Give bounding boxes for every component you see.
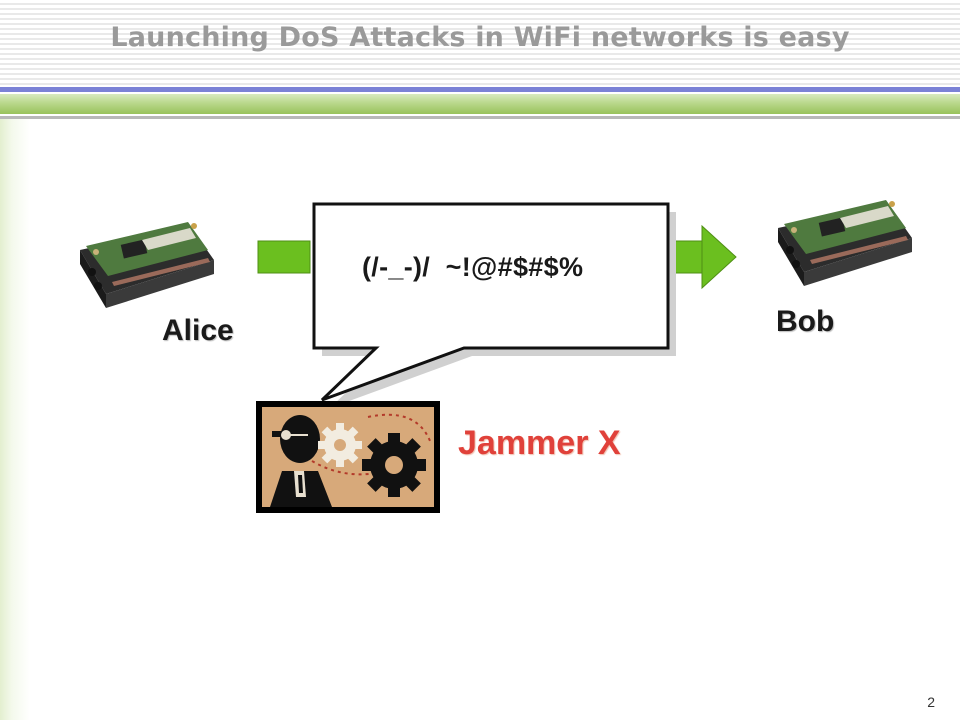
- bob-sensor-board-icon: [778, 200, 912, 286]
- alice-sensor-board-icon: [80, 222, 214, 308]
- page-number: 2: [927, 694, 935, 710]
- header-band: [0, 0, 960, 88]
- hacker-gears-icon: [256, 401, 440, 513]
- bubble-text: (/-_-)/ ~!@#$#$%: [362, 252, 584, 282]
- small-gear-icon: [318, 423, 362, 467]
- header-rule-gray: [0, 116, 960, 119]
- bob-label: Bob: [776, 305, 835, 338]
- side-gradient: [0, 119, 30, 720]
- alice-label: Alice: [162, 314, 234, 347]
- speech-bubble: [312, 202, 676, 408]
- jammer-label: Jammer X: [458, 424, 621, 462]
- large-gear-icon: [362, 433, 426, 497]
- header-rule-blue: [0, 87, 960, 92]
- slide-title: Launching DoS Attacks in WiFi networks i…: [110, 22, 850, 53]
- header-rule-green: [0, 94, 960, 114]
- arrow-right-icon: [257, 224, 737, 290]
